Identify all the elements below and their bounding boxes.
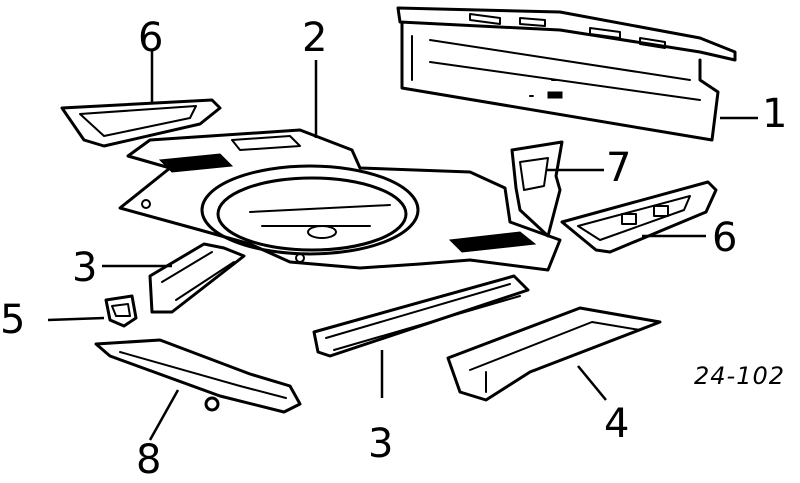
figure-reference: 24-102	[694, 362, 786, 390]
part-5-clip	[47, 294, 138, 328]
callout-6-left: 6	[138, 15, 164, 61]
part-2-floor-pan	[118, 60, 562, 272]
callout-3-left: 3	[72, 245, 98, 291]
callout-7: 7	[606, 145, 632, 191]
part-6-right-bracket	[560, 180, 718, 254]
part-6-left-bracket	[60, 50, 222, 148]
leader-5	[47, 316, 105, 322]
callout-3-bottom: 3	[368, 421, 394, 467]
leader-4	[577, 365, 607, 401]
callout-2: 2	[302, 15, 328, 61]
part-1-rear-panel	[396, 6, 758, 142]
callout-4: 4	[604, 401, 630, 447]
callout-8: 8	[136, 437, 162, 483]
callout-1: 1	[762, 91, 788, 137]
part-3-bottom-rail	[312, 274, 530, 398]
callout-5: 5	[0, 297, 26, 343]
part-4-channel-beam	[446, 306, 662, 402]
part-8-lower-rail	[94, 338, 302, 441]
callout-6-right: 6	[712, 215, 738, 261]
part-3-left-rail	[102, 242, 246, 314]
leader-8	[148, 389, 180, 441]
part-7-small-bracket	[510, 140, 604, 238]
